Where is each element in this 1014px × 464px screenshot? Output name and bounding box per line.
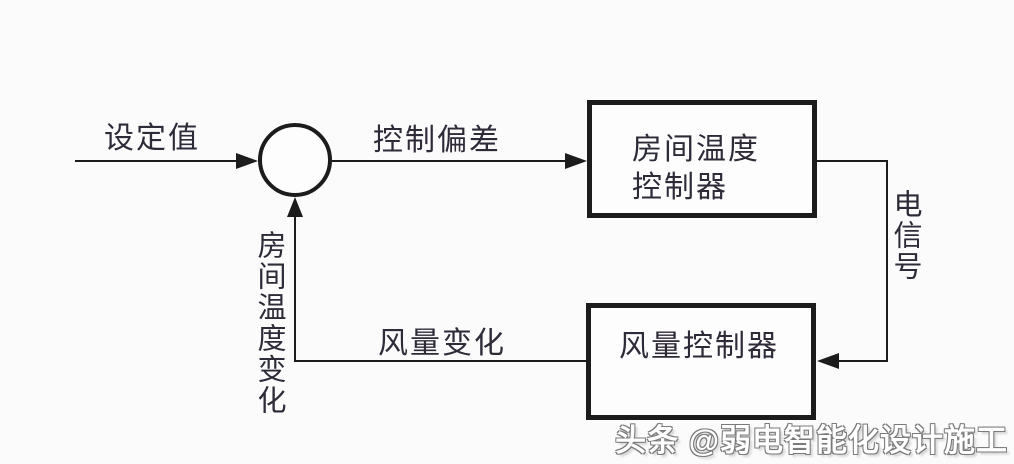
signal-arrowhead-icon [817, 353, 839, 369]
electric-signal-label: 电信号 [889, 189, 921, 282]
signal-line-bottom [836, 360, 888, 362]
room-temp-controller-label: 房间温度 控制器 [632, 133, 760, 204]
signal-line-top [817, 160, 888, 162]
room-temp-controller-block: 房间温度 控制器 [587, 100, 817, 218]
airflow-controller-label: 风量控制器 [619, 330, 779, 363]
airflow-controller-block: 风量控制器 [586, 303, 816, 420]
airflow-change-label: 风量变化 [378, 327, 506, 360]
setpoint-label: 设定值 [104, 122, 200, 155]
deviation-arrowhead-icon [565, 153, 587, 169]
summing-junction [258, 123, 332, 197]
signal-line-vertical [886, 160, 888, 362]
setpoint-line [75, 160, 240, 162]
watermark: 头条 @弱电智能化设计施工 [615, 423, 1008, 458]
feedback-arrowhead-icon [287, 197, 303, 217]
deviation-line [332, 160, 572, 162]
control-deviation-label: 控制偏差 [373, 124, 501, 157]
feedback-line-vertical [294, 214, 296, 362]
room-temp-change-label: 房间温度变化 [253, 230, 285, 416]
feedback-line-horizontal [295, 360, 586, 362]
setpoint-arrowhead-icon [236, 153, 258, 169]
